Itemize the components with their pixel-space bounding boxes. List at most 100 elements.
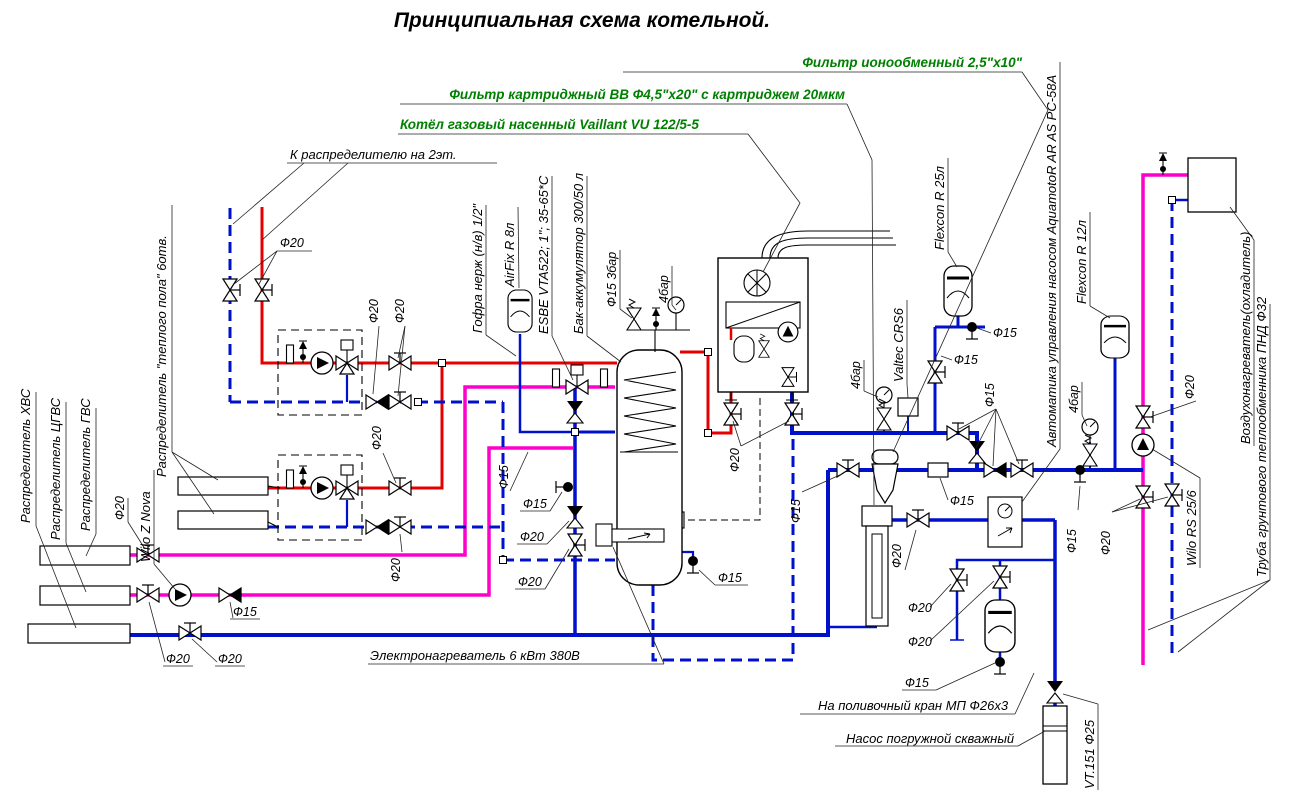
label-f20: Ф20	[389, 558, 403, 582]
pump-group-1	[277, 329, 363, 416]
wilo-z-nova-pump	[168, 583, 192, 607]
label-f15: Ф15	[233, 605, 257, 619]
label-esbe: ESBE VTA522; 1"; 35-65*С	[536, 175, 551, 334]
label-air-heater: Воздухонагреватель(охладитель)	[1238, 232, 1253, 444]
label-f15: Ф15	[1065, 529, 1079, 553]
label-4bar: 4бар	[849, 361, 863, 389]
right-circuit-extras	[1081, 152, 1237, 467]
dhw-manifolds	[27, 545, 131, 644]
hydro-accumulator-vessel	[983, 598, 1017, 654]
label-dist-gvs: Распределитель ГВС	[78, 398, 93, 531]
label-vt151: VT.151 Ф25	[1082, 719, 1097, 789]
texts: Принципиальная схема котельной. Фильтр и…	[18, 9, 1269, 789]
tank-drain-tap	[686, 555, 700, 574]
floor-heating-manifolds	[177, 476, 281, 530]
label-f20: Ф20	[1183, 375, 1197, 399]
label-flexcon12: Flexcon R 12л	[1074, 219, 1089, 304]
label-f15: Ф15	[905, 676, 929, 690]
cartridge-filter	[861, 505, 893, 627]
label-gofra: Гофра нерж (н/в) 1/2"	[470, 203, 485, 333]
boiler-expansion-vessel	[733, 335, 755, 363]
drain-tap	[555, 480, 574, 494]
label-automation: Автоматика управления насосом AquamotoR …	[1044, 75, 1059, 448]
aquamotor-control-box	[987, 496, 1023, 548]
label-4bar: 4бар	[657, 275, 671, 303]
water-treatment	[861, 386, 1068, 785]
label-garden-tap: На поливочный кран МП Ф26х3	[818, 698, 1009, 713]
label-f20: Ф20	[520, 530, 544, 544]
circulation-pump	[310, 476, 334, 500]
well-pump	[1042, 705, 1068, 785]
label-f15: Ф15	[789, 499, 803, 523]
drain-tap	[993, 656, 1007, 675]
thermometer	[285, 469, 295, 489]
label-f20: Ф20	[518, 575, 542, 589]
three-way-mixing-valve	[335, 339, 359, 375]
label-f15: Ф15	[718, 571, 742, 585]
check-valve-vt151	[1046, 680, 1064, 704]
label-wilo-rs: Wilo RS 25/6	[1184, 489, 1199, 566]
air-vent-icon	[1158, 152, 1168, 176]
air-vent-icon	[298, 465, 308, 489]
label-f20: Ф20	[370, 426, 384, 450]
label-dist-floor: Распределитель "теплого пола" 6отв.	[154, 235, 169, 477]
safety-valve-icon	[626, 298, 642, 331]
label-well-pump: Насос погружной скважный	[846, 731, 1014, 746]
airfix-vessel	[506, 288, 534, 334]
label-f15: Ф15	[983, 383, 997, 407]
label-to-2nd-floor: К распределителю на 2эт.	[290, 147, 457, 162]
label-f15: Ф15	[950, 494, 974, 508]
label-f20: Ф20	[166, 652, 190, 666]
label-f15: Ф15	[497, 465, 511, 489]
label-electro-heater: Электронагреватель 6 кВт 380В	[370, 648, 580, 663]
label-f15-3bar: Ф15 3бар	[605, 252, 619, 307]
label-f20: Ф20	[280, 236, 304, 250]
esbe-mixing-valve	[565, 364, 589, 395]
label-dist-cgvs: Распределитель ЦГВС	[48, 397, 63, 540]
three-way-mixing-valve	[335, 464, 359, 500]
label-f20: Ф20	[113, 496, 127, 520]
label-f15: Ф15	[993, 326, 1017, 340]
tank-safety-group	[626, 296, 690, 352]
air-heater-box	[1187, 157, 1237, 213]
label-wilo-z-nova: Wilo Z Nova	[138, 491, 153, 562]
air-vent-icon	[651, 307, 661, 331]
wilo-rs-pump	[1131, 433, 1155, 457]
return-dashed-pipes	[228, 200, 1174, 662]
pump-group-2	[277, 454, 363, 541]
label-valtec: Valtec CRS6	[891, 307, 906, 382]
pressure-gauge-icon	[1081, 418, 1099, 445]
label-f20: Ф20	[393, 299, 407, 323]
leader-lines	[35, 62, 1271, 790]
label-f15: Ф15	[954, 353, 978, 367]
drain-tap	[1073, 464, 1087, 483]
circulation-pump	[310, 351, 334, 375]
valtec-crs6-box	[897, 397, 919, 417]
thermometer	[285, 344, 295, 364]
label-f20: Ф20	[728, 448, 742, 472]
buffer-tank	[551, 296, 690, 586]
label-f20: Ф20	[218, 652, 242, 666]
label-f20: Ф20	[908, 601, 932, 615]
electric-heater	[595, 523, 665, 547]
label-filter-ion: Фильтр ионообменный 2,5"x10"	[802, 55, 1022, 70]
expansion-vessels	[506, 264, 1131, 654]
page-title: Принципиальная схема котельной.	[394, 9, 770, 32]
thermometer	[551, 368, 561, 388]
air-vent-icon	[298, 340, 308, 364]
label-filter-cartridge: Фильтр картриджный ВВ Ф4,5"x20" с картри…	[449, 87, 845, 102]
drain-tap	[965, 321, 979, 340]
label-boiler: Котёл газовый насенный Vaillant VU 122/5…	[400, 117, 699, 132]
label-tank: Бак-аккумулятор 300/50 л	[571, 172, 586, 334]
water-meter	[927, 462, 949, 478]
label-flexcon25: Flexcon R 25л	[932, 165, 947, 250]
flexcon12-vessel	[1099, 314, 1131, 360]
label-4bar: 4бар	[1067, 385, 1081, 413]
label-f20: Ф20	[367, 299, 381, 323]
gas-boiler	[717, 230, 896, 401]
label-airfix: AirFix R 8л	[502, 222, 517, 288]
label-f20: Ф20	[1099, 531, 1113, 555]
label-dist-hvs: Распределитель ХВС	[18, 388, 33, 523]
